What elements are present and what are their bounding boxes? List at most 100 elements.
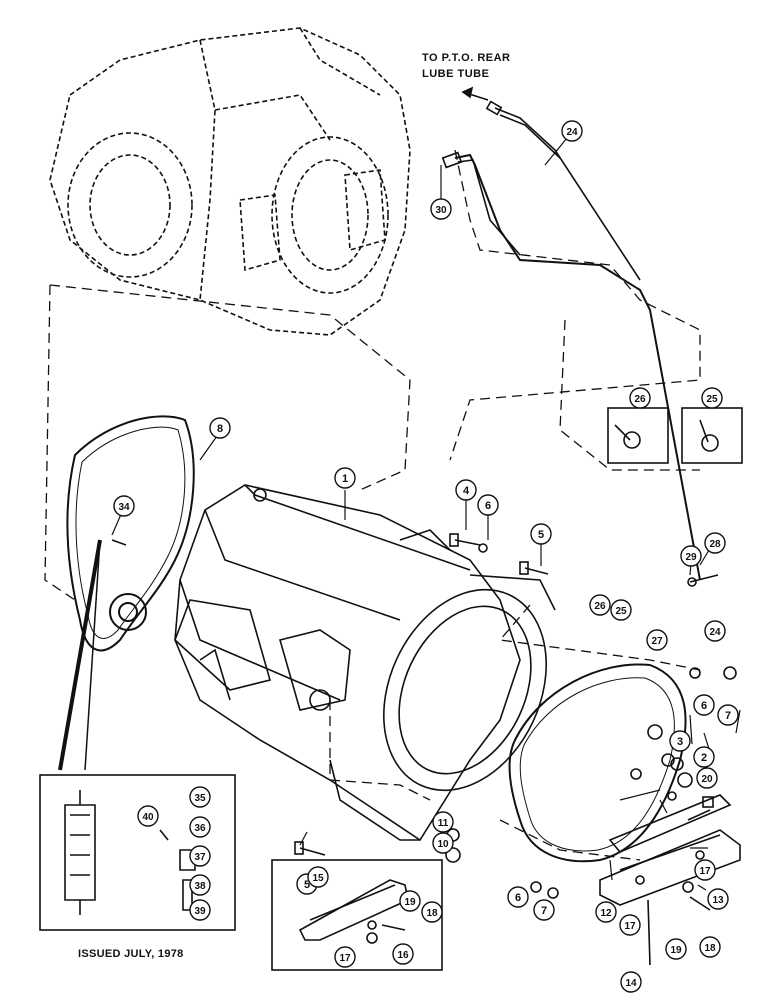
svg-text:10: 10 [437,839,449,850]
issued-date: ISSUED JULY, 1978 [78,948,184,960]
callout-14: 14 [620,971,642,993]
callout-25a: 25 [701,387,723,409]
svg-text:11: 11 [438,818,449,829]
svg-text:25: 25 [615,606,627,617]
destination-note: TO P.T.O. REAR LUBE TUBE [422,50,511,82]
callout-20: 20 [696,767,718,789]
svg-text:6: 6 [485,500,491,512]
svg-text:17: 17 [339,953,351,964]
callout-29: 29 [680,545,702,567]
svg-text:19: 19 [404,897,416,908]
svg-text:17: 17 [624,921,636,932]
callout-17b: 17 [619,914,641,936]
callout-7b: 7 [533,899,555,921]
callout-7a: 7 [717,704,739,726]
svg-text:18: 18 [704,943,716,954]
svg-text:16: 16 [397,950,409,961]
callout-10: 10 [432,832,454,854]
callout-8: 8 [209,417,231,439]
svg-text:30: 30 [435,205,447,216]
svg-text:3: 3 [677,736,683,748]
callout-26a: 26 [629,387,651,409]
svg-text:2: 2 [701,752,707,764]
svg-text:6: 6 [701,700,707,712]
callout-40: 40 [137,805,159,827]
callout-18b: 18 [699,936,721,958]
svg-text:4: 4 [463,485,470,497]
cover-plate-12 [599,829,741,906]
callout-6b: 6 [693,694,715,716]
callout-25b: 25 [610,599,632,621]
callout-16: 16 [392,943,414,965]
svg-text:1: 1 [342,473,348,485]
svg-text:28: 28 [709,539,721,550]
svg-text:29: 29 [685,552,697,563]
callout-15: 15 [307,866,329,888]
callout-34: 34 [113,495,135,517]
svg-text:36: 36 [194,823,206,834]
svg-text:26: 26 [634,394,646,405]
callout-38: 38 [189,874,211,896]
callout-2: 2 [693,746,715,768]
callout-5a: 5 [530,523,552,545]
svg-text:18: 18 [426,908,438,919]
callout-30: 30 [430,198,452,220]
callout-17c: 17 [694,859,716,881]
callout-19a: 19 [399,890,421,912]
svg-text:7: 7 [725,710,731,722]
gasket-bell [508,663,687,863]
svg-text:26: 26 [594,601,606,612]
callout-28: 28 [704,532,726,554]
dashed-leader-lines [44,149,701,861]
callout-18a: 18 [421,901,443,923]
svg-text:38: 38 [194,881,206,892]
inset-part-25 [681,407,743,464]
svg-text:40: 40 [142,812,154,823]
svg-text:39: 39 [194,906,206,917]
callout-26b: 26 [589,594,611,616]
destination-note-line2: LUBE TUBE [422,68,490,80]
callout-12: 12 [595,901,617,923]
svg-text:37: 37 [194,852,206,863]
svg-text:13: 13 [712,895,724,906]
svg-text:6: 6 [515,892,521,904]
callout-6c: 6 [507,886,529,908]
inset-cover-detail [271,859,443,971]
callout-3: 3 [669,730,691,752]
callout-17a: 17 [334,946,356,968]
callout-27: 27 [646,629,668,651]
svg-text:8: 8 [217,423,223,435]
lube-tube [441,100,701,581]
svg-text:34: 34 [118,502,130,513]
callout-39: 39 [189,899,211,921]
callout-1: 1 [334,467,356,489]
callout-4: 4 [455,479,477,501]
svg-text:24: 24 [566,127,578,138]
callout-36: 36 [189,816,211,838]
callout-24b: 24 [704,620,726,642]
destination-note-line1: TO P.T.O. REAR [422,52,511,64]
svg-text:19: 19 [670,945,682,956]
svg-text:27: 27 [651,636,663,647]
inset-valve-detail [39,539,236,931]
svg-text:35: 35 [194,793,206,804]
rear-housing-phantom [49,27,411,336]
direction-arrow [461,86,489,101]
svg-text:20: 20 [701,774,713,785]
inset-part-26 [607,407,669,464]
callout-6a: 6 [477,494,499,516]
svg-text:17: 17 [699,866,711,877]
fasteners [111,533,737,966]
svg-text:5: 5 [304,879,310,891]
callout-24a: 24 [561,120,583,142]
callout-37: 37 [189,845,211,867]
gasket-8 [66,415,195,652]
callout-19b: 19 [665,938,687,960]
svg-text:7: 7 [541,905,547,917]
callout-35: 35 [189,786,211,808]
svg-text:14: 14 [625,978,637,989]
svg-text:5: 5 [538,529,544,541]
svg-text:24: 24 [709,627,721,638]
callout-11: 11 [432,811,454,833]
